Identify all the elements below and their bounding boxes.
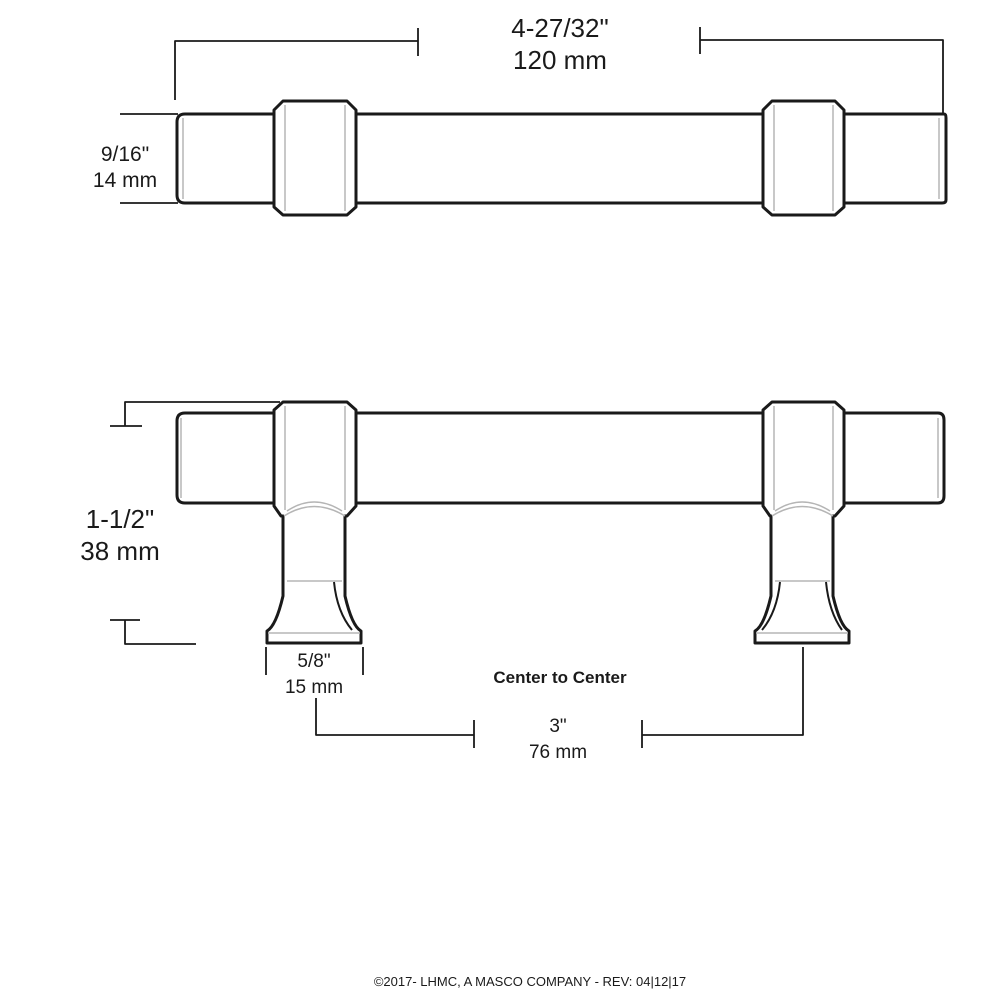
base-diameter-dimension-line (265, 647, 364, 675)
side-view (110, 400, 946, 748)
bar-diameter-dimension-line (120, 113, 178, 204)
right-post (753, 400, 851, 645)
top-left-collar (272, 99, 358, 217)
top-view (120, 27, 948, 217)
overall-length-dimension-line (174, 27, 944, 113)
center-to-center-title: Center to Center (493, 668, 627, 687)
projection-metric-label: 38 mm (80, 536, 160, 566)
left-post (265, 400, 363, 645)
base-diameter-imperial-label: 5/8" (297, 651, 331, 672)
projection-imperial-label: 1-1/2" (85, 504, 155, 534)
overall-length-metric-label: 120 mm (513, 45, 607, 75)
center-to-center-metric-label: 76 mm (528, 742, 588, 763)
center-to-center-imperial-label: 3" (549, 716, 567, 737)
top-right-collar (761, 99, 846, 217)
side-bar (175, 411, 946, 505)
center-to-center-dimension-line (315, 647, 804, 748)
overall-length-imperial-label: 4-27/32" (511, 13, 609, 43)
copyright-footer: ©2017- LHMC, A MASCO COMPANY - REV: 04|1… (373, 974, 687, 989)
projection-dimension-line (110, 401, 280, 645)
bar-diameter-metric-label: 14 mm (92, 169, 158, 192)
base-diameter-metric-label: 15 mm (284, 677, 344, 698)
bar-diameter-imperial-label: 9/16" (100, 143, 150, 166)
top-bar (175, 112, 948, 205)
